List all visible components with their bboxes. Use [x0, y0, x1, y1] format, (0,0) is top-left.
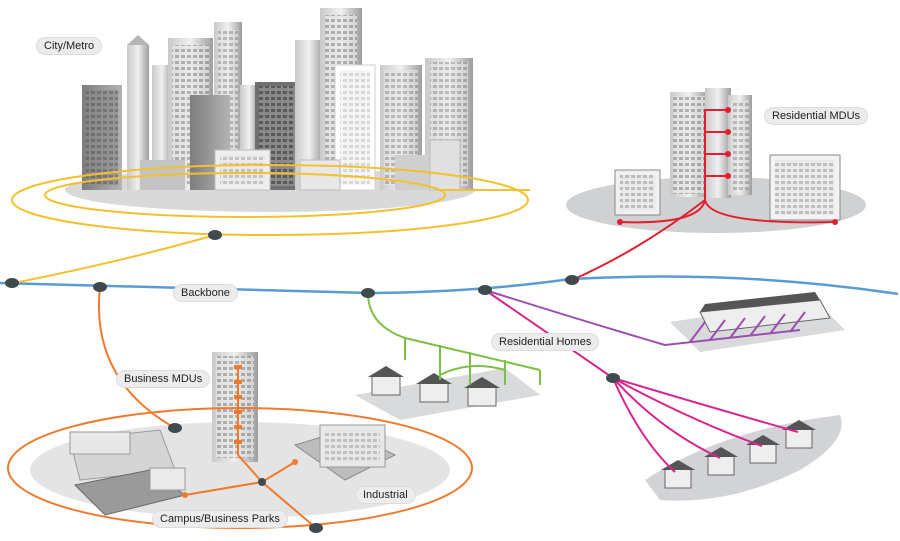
residential-mdus-illustration: [614, 88, 841, 221]
city-skyline-illustration: [82, 8, 473, 191]
label-campus-business-parks: Campus/Business Parks: [153, 511, 287, 527]
node-backbone-mdus: [565, 275, 579, 285]
node-magenta: [606, 373, 620, 383]
label-residential-mdus: Residential MDUs: [765, 108, 868, 124]
residential-homes-green-connection: [367, 292, 541, 385]
node-campus: [309, 523, 323, 533]
node-backbone-left: [5, 278, 19, 288]
residential-homes-purple-connection: [484, 289, 806, 347]
node-backbone-green: [361, 288, 375, 298]
residential-mdus-endpoints: [617, 107, 838, 225]
label-residential-homes: Residential Homes: [492, 334, 599, 350]
label-city-metro: City/Metro: [37, 38, 102, 54]
residential-homes-magenta-connection: [484, 289, 799, 473]
label-backbone: Backbone: [174, 285, 237, 301]
residential-homes-magenta-illustration: [661, 420, 816, 489]
node-business-hub: [258, 478, 266, 486]
business-mdus-endpoints: [182, 365, 298, 498]
node-backbone-business: [93, 282, 107, 292]
node-backbone-homes: [478, 285, 492, 295]
backbone-line: [0, 275, 899, 296]
residential-homes-green-illustration: [368, 366, 500, 407]
label-industrial: Industrial: [356, 487, 415, 503]
node-city: [208, 230, 222, 240]
city-metro-connection: [11, 164, 530, 284]
node-business-ring: [168, 423, 182, 433]
label-business-mdus: Business MDUs: [117, 371, 210, 387]
residential-mdus-connection: [571, 109, 836, 281]
network-nodes: [5, 230, 620, 533]
